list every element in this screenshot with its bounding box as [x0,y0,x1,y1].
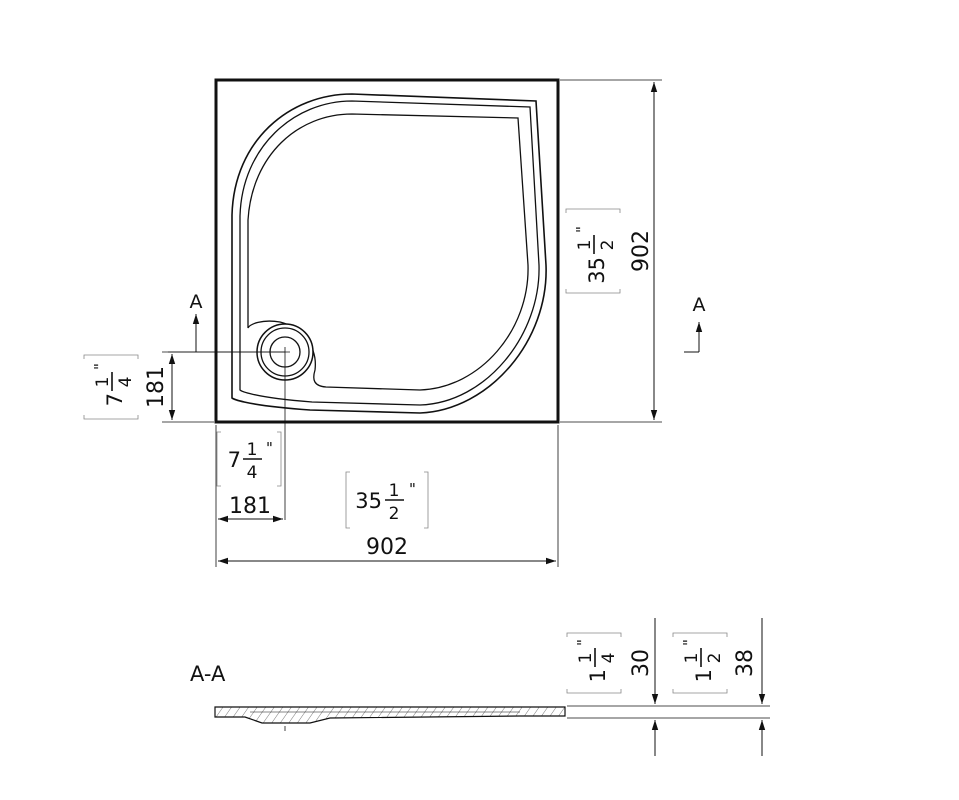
section-marker-right: A [684,294,706,353]
dim-depth-30-inch-num: 1 [576,653,596,664]
dim-height-inch-num: 1 [575,240,595,251]
dim-height: 902 35 1 2 " [560,79,662,423]
dim-width-inch-whole: 35 [355,489,382,513]
dim-width-inch-mark: " [409,480,416,498]
dim-depth-30: 30 1 1 4 " [566,618,770,756]
dim-drain-y-inch-mark: " [91,363,109,370]
dim-depth-30-mm: 30 [629,649,654,677]
section-view: A-A [190,662,566,731]
dim-width-inch-num: 1 [389,481,400,501]
dim-depth-30-inch-whole: 1 [586,669,610,682]
dim-drain-y-inch-den: 4 [116,377,136,388]
dim-depth-38-inch-num: 1 [682,653,702,664]
dim-drain-x-inch-whole: 7 [228,448,241,472]
dim-drain-y-inch-whole: 7 [103,393,127,406]
dim-width-mm: 902 [366,535,408,560]
section-marker-left: A [190,291,203,352]
dim-depth-38-inch: 1 1 2 " [672,632,728,694]
section-profile [214,706,566,724]
dim-drain-x-inch-num: 1 [247,440,258,460]
dim-depth-38: 38 1 1 2 " [672,618,766,756]
plan-view [168,78,560,520]
dim-width: 902 35 1 2 " [218,425,559,567]
tray-basin-edge [247,113,529,391]
dim-drain-y-mm: 181 [144,366,169,408]
dim-height-mm: 902 [629,230,654,272]
tray-outer-rim [231,93,547,414]
dim-drain-x-inch-den: 4 [247,463,258,483]
dim-depth-30-inch: 1 1 4 " [566,632,622,694]
dim-depth-30-inch-mark: " [574,639,592,646]
dim-drain-y-inch-num: 1 [93,377,113,388]
dim-drain-y-inch: 7 1 4 " [83,354,139,420]
dim-height-inch-whole: 35 [585,257,609,284]
dim-height-inch-mark: " [573,226,591,233]
dim-depth-38-inch-whole: 1 [692,669,716,682]
dim-depth-38-mm: 38 [733,649,758,677]
dim-drain-x-mm: 181 [229,494,271,519]
tray-outline [214,78,560,424]
dim-width-inch: 35 1 2 " [345,471,429,529]
dim-height-inch: 35 1 2 " [565,208,621,294]
dim-depth-38-inch-mark: " [680,639,698,646]
section-marker-right-label: A [693,294,706,316]
dim-depth-38-inch-den: 2 [705,653,725,664]
dim-drain-y: 181 7 1 4 " [83,351,285,423]
section-title: A-A [190,662,226,686]
dim-drain-x-inch: 7 1 4 " [216,431,282,487]
section-marker-left-label: A [190,291,203,313]
dim-drain-x-inch-mark: " [266,439,273,457]
dim-width-inch-den: 2 [389,504,400,524]
dim-drain-x: 181 7 1 4 " [215,425,283,567]
dim-depth-30-inch-den: 4 [599,653,619,664]
dim-height-inch-den: 2 [598,240,618,251]
tray-mid-rim [239,100,540,406]
